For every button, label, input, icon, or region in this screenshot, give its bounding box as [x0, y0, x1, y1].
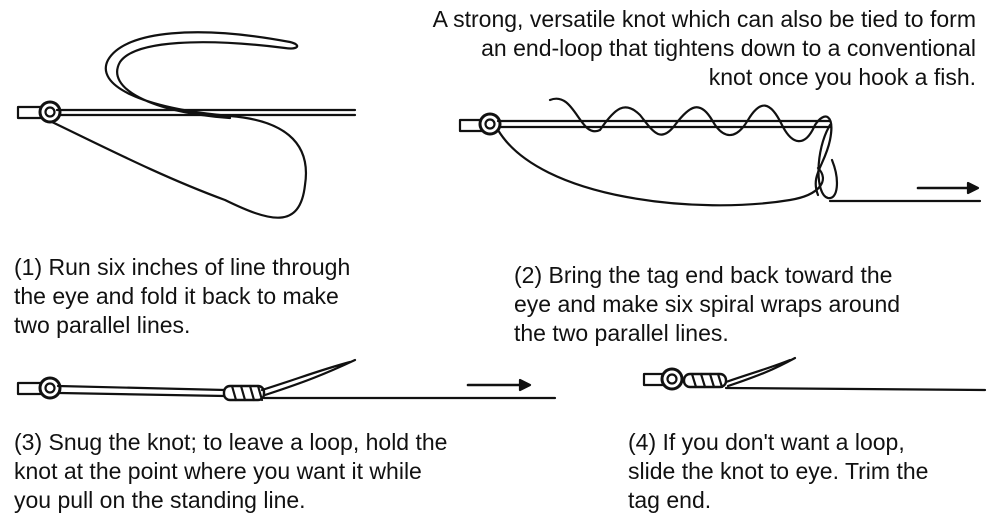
step3-line: you pull on the standing line. [14, 487, 306, 513]
step2-caption: (2) Bring the tag end back toward the ey… [514, 261, 900, 348]
knot-wraps-4 [690, 372, 724, 389]
step3-line: (3) Snug the knot; to leave a loop, hold… [14, 429, 448, 455]
step1-illustration [16, 31, 357, 219]
step3-caption: (3) Snug the knot; to leave a loop, hold… [14, 428, 447, 515]
tag-end-3 [260, 358, 357, 397]
tag-end-loop-2 [496, 128, 824, 207]
step3-line: knot at the point where you want it whil… [14, 458, 422, 484]
step2-illustration [458, 97, 982, 207]
standing-line-4 [724, 386, 987, 392]
step4-caption: (4) If you don't want a loop, slide the … [628, 428, 928, 515]
parallel-line-3b [58, 391, 227, 398]
step1-caption: (1) Run six inches of line through the e… [14, 253, 350, 340]
step2-line: eye and make six spiral wraps around [514, 291, 901, 317]
pull-arrow-2-head [966, 181, 980, 195]
loop-end-2 [817, 123, 838, 200]
tag-end-4 [724, 356, 797, 388]
step2-line: the two parallel lines. [514, 320, 729, 346]
step2-line: (2) Bring the tag end back toward the [514, 262, 893, 288]
intro-caption: A strong, versatile knot which can also … [433, 5, 976, 92]
knot-wraps-3 [230, 384, 264, 402]
step1-line: (1) Run six inches of line through [14, 254, 351, 280]
step4-line: (4) If you don't want a loop, [628, 429, 905, 455]
spiral-wraps [548, 97, 833, 197]
step3-illustration [16, 358, 557, 402]
tag-end-loop-1 [50, 31, 308, 219]
hook-shank-1 [16, 105, 44, 120]
pull-arrow-3-head [518, 378, 532, 392]
step4-line: slide the knot to eye. Trim the [628, 458, 929, 484]
step1-line: the eye and fold it back to make [14, 283, 339, 309]
intro-line: knot once you hook a fish. [708, 64, 976, 90]
hook-shank-3 [16, 381, 44, 396]
parallel-line-3a [56, 384, 227, 392]
intro-line: A strong, versatile knot which can also … [432, 6, 976, 32]
step1-line: two parallel lines. [14, 312, 191, 338]
intro-line: an end-loop that tightens down to a conv… [481, 35, 976, 61]
step4-line: tag end. [628, 487, 712, 513]
step4-illustration [642, 356, 987, 392]
